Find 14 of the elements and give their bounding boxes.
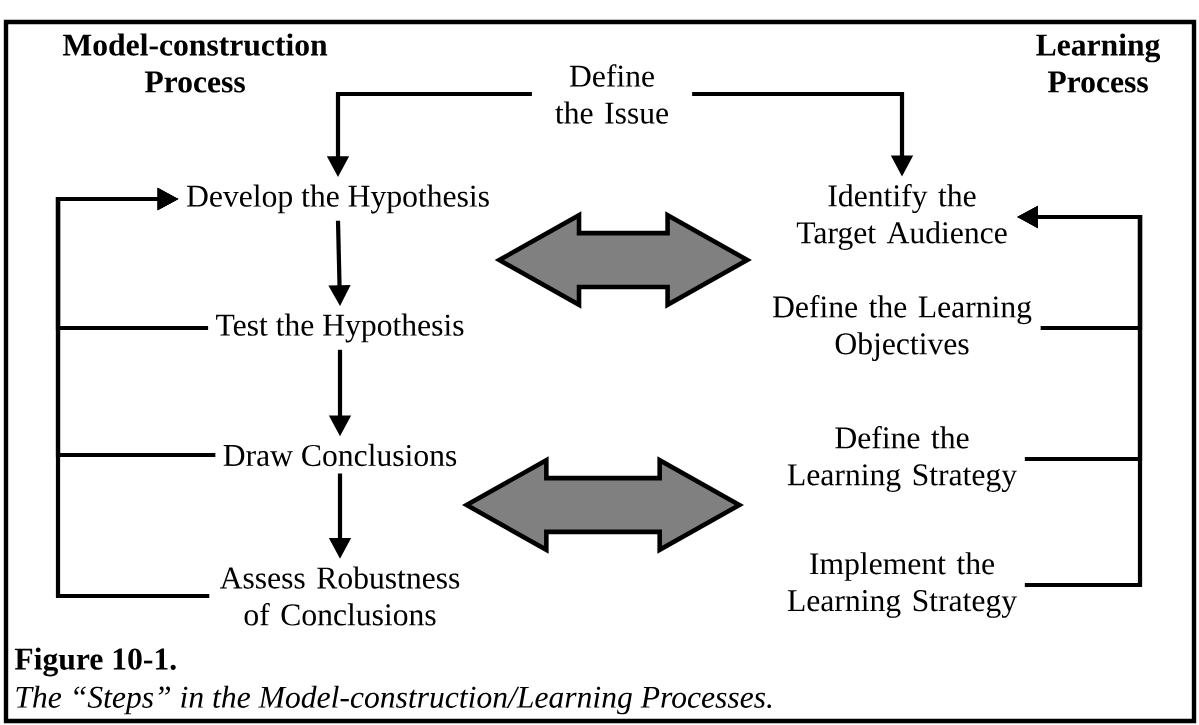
column-heading: Model-construction Process [62, 33, 328, 93]
step-text: Define the Learning Objectives [772, 295, 1032, 361]
step-text: Develop the Hypothesis [186, 184, 489, 214]
step-text: Assess Robustness of Conclusions [219, 566, 460, 626]
step-text: Define the Issue [555, 64, 668, 124]
column-heading: Learning Process [1036, 33, 1161, 93]
figure-number: Figure 10-1. [14, 647, 176, 677]
caption: The “Steps” in the Model-construction/Learning Processes. [16, 685, 772, 715]
step-text: Define the Learning Strategy [787, 426, 1017, 492]
arrow [55, 187, 210, 599]
step-text: Draw Conclusions [223, 443, 457, 467]
step-text: Identify the Target Audience [796, 184, 1007, 250]
step-text: Implement the Learning Strategy [787, 552, 1017, 618]
step-text: Test the Hypothesis [216, 313, 464, 343]
